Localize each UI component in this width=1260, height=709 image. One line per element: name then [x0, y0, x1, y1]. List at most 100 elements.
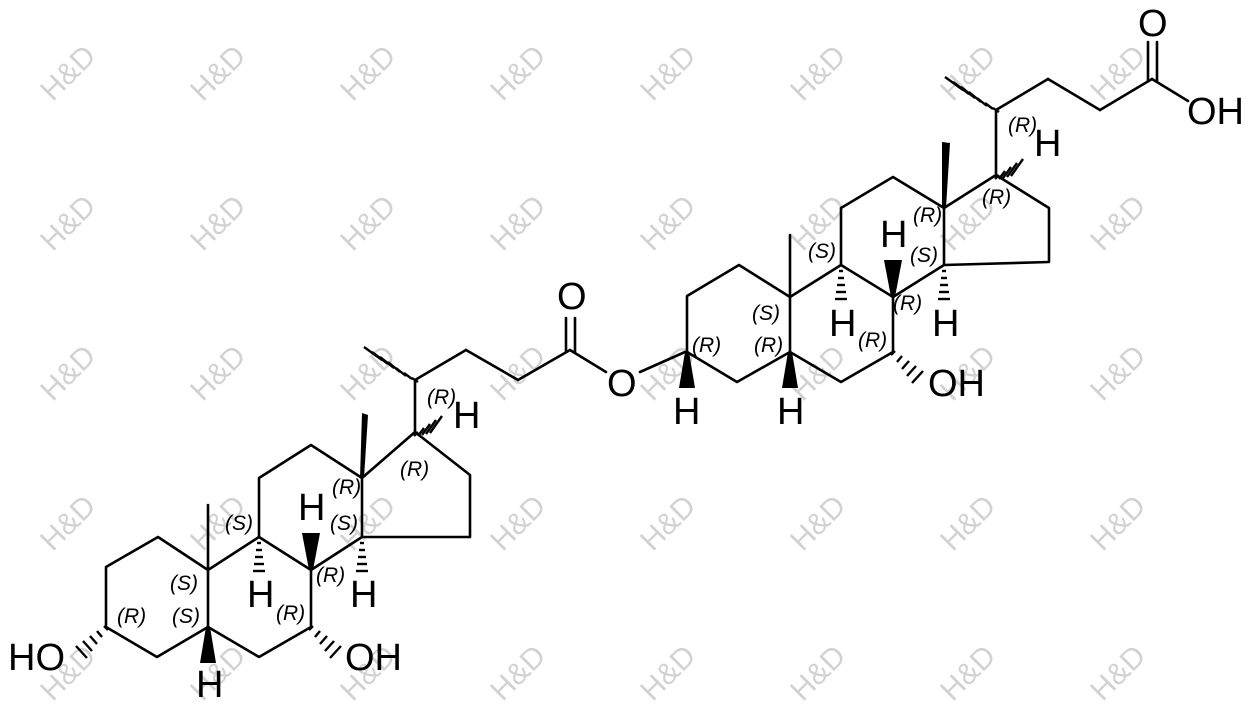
stereo-c13-right: (R) — [913, 204, 942, 227]
ring-b-right — [788, 263, 895, 384]
watermark-text: H&D — [634, 489, 702, 557]
stereo-c7-left: (R) — [276, 602, 305, 625]
watermark-text: H&D — [484, 39, 552, 107]
watermark-text: H&D — [484, 189, 552, 257]
c9-h-label-right: H — [829, 303, 856, 345]
side-chain-bond-3-right — [1046, 77, 1102, 112]
stereo-c13-left: (R) — [332, 476, 361, 499]
c21-methyl-hash-right — [944, 76, 1000, 113]
watermark-text: H&D — [934, 39, 1002, 107]
oh-label-right-c7: OH — [928, 363, 985, 405]
stereo-c9-left: (S) — [225, 512, 253, 535]
watermark-text: H&D — [934, 489, 1002, 557]
watermark-text: H&D — [34, 39, 102, 107]
stereo-c3-right: (R) — [692, 334, 721, 357]
watermark-text: H&D — [634, 639, 702, 707]
c14-h-label-right: H — [932, 303, 959, 345]
ester-o-c3-bond — [638, 350, 687, 374]
c18-methyl-wedge-left — [360, 413, 368, 478]
stereo-c5-right: (R) — [754, 334, 783, 357]
watermark-text: H&D — [484, 339, 552, 407]
c17-h-hash-left — [413, 415, 443, 437]
ester-c-o-bond — [568, 348, 608, 374]
ester-bridge-o-label: O — [607, 363, 637, 405]
c17-h-label-left: H — [453, 395, 480, 437]
side-chain-bond-2-left — [413, 348, 468, 382]
ring-a-left — [104, 535, 210, 659]
oh-label-left-c7: OH — [345, 637, 402, 679]
c5-h-wedge-left — [200, 627, 216, 663]
c21-methyl-hash-left — [363, 346, 419, 383]
left-steroid-unit: HO OH O O H H H H H (R) (S) (S) (S) (R) … — [8, 276, 637, 706]
watermark-text: H&D — [334, 189, 402, 257]
c9-h-hash-right — [835, 269, 847, 301]
stereo-c9-right: (S) — [808, 240, 836, 263]
c9-h-label-left: H — [247, 574, 274, 616]
ester-carbonyl-o-label: O — [557, 276, 587, 318]
c17-h-hash-right — [994, 158, 1024, 180]
c8-h-wedge-right — [884, 260, 902, 297]
watermark-text: H&D — [1084, 639, 1152, 707]
watermark-text: H&D — [334, 39, 402, 107]
stereo-c10-left: (S) — [170, 572, 198, 595]
c17-h-label-right: H — [1034, 123, 1061, 165]
stereo-c20-right: (R) — [1008, 114, 1037, 137]
watermark-text: H&D — [784, 39, 852, 107]
watermark-text: H&D — [184, 339, 252, 407]
c8-h-label-left: H — [298, 487, 325, 529]
c14-h-label-left: H — [350, 574, 377, 616]
watermark-text: H&D — [1084, 339, 1152, 407]
acid-oh-label: OH — [1187, 91, 1244, 133]
watermark-text: H&D — [634, 189, 702, 257]
side-chain-bond-3-left — [464, 348, 520, 382]
ho-label-left: HO — [8, 637, 65, 679]
c18-methyl-wedge-right — [942, 142, 950, 208]
stereo-c7-right: (R) — [858, 329, 887, 352]
c3-oh-hash-left — [75, 625, 109, 659]
stereo-c17-right: (R) — [982, 186, 1011, 209]
c8-h-wedge-left — [302, 533, 320, 570]
c14-h-hash-right — [938, 269, 950, 301]
c14-h-hash-left — [356, 541, 368, 573]
ring-b-left — [206, 535, 313, 659]
watermark-text: H&D — [784, 489, 852, 557]
acid-c-oh-bond — [1150, 77, 1190, 103]
watermark-text: H&D — [1084, 189, 1152, 257]
c3-h-label-right: H — [673, 391, 700, 433]
c7-oh-hash-right — [890, 350, 924, 384]
stereo-c14-left: (S) — [330, 512, 358, 535]
side-chain-bond-4-right — [1098, 77, 1154, 112]
stereo-c8-left: (R) — [316, 564, 345, 587]
watermark-text: H&D — [784, 639, 852, 707]
c3-h-wedge-right — [679, 352, 695, 388]
watermark-text: H&D — [484, 489, 552, 557]
c5-h-label-right: H — [777, 391, 804, 433]
watermark-text: H&D — [184, 189, 252, 257]
c5-h-wedge-right — [782, 352, 798, 388]
watermark-text: H&D — [34, 489, 102, 557]
ring-c-right — [839, 175, 946, 299]
c7-oh-hash-left — [308, 625, 342, 659]
ring-d-right — [942, 173, 1051, 267]
stereo-c20-left: (R) — [427, 386, 456, 409]
stereo-c10-right: (S) — [752, 302, 780, 325]
stereo-c3-left: (R) — [117, 605, 146, 628]
side-chain-bond-2-right — [994, 77, 1050, 112]
watermark-text: H&D — [1084, 489, 1152, 557]
watermark-text: H&D — [1084, 39, 1152, 107]
stereo-c5-left: (S) — [172, 605, 200, 628]
ring-d-left — [360, 430, 472, 539]
ring-c-left — [257, 443, 364, 572]
c5-h-label-left: H — [196, 664, 223, 706]
side-chain-bond-4-left — [516, 348, 572, 382]
watermark-text: H&D — [34, 339, 102, 407]
stereo-c17-left: (R) — [400, 458, 429, 481]
watermark-text: H&D — [634, 39, 702, 107]
c9-h-hash-left — [253, 541, 265, 573]
watermark-text: H&D — [484, 639, 552, 707]
watermark-text: H&D — [934, 639, 1002, 707]
watermark-text: H&D — [184, 39, 252, 107]
stereo-c14-right: (S) — [910, 244, 938, 267]
